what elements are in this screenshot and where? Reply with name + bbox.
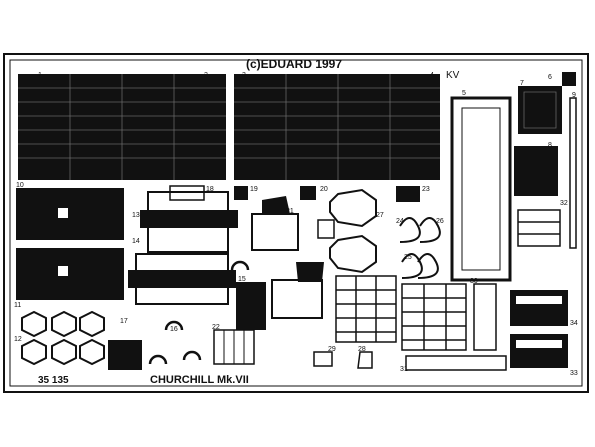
grille-part-2 [401, 283, 467, 351]
small-block-23 [396, 186, 420, 202]
clip-part-25b [417, 253, 439, 279]
part-number: 12 [14, 336, 22, 343]
part-number: 9 [572, 92, 576, 99]
part-number: 11 [14, 302, 22, 309]
part-number: 15 [238, 276, 246, 283]
bar-part-lower [128, 270, 236, 288]
grid-block-22 [108, 329, 255, 370]
clip-part-26 [419, 217, 441, 243]
part-number: 21 [286, 208, 294, 215]
bracket-part-21a [262, 196, 290, 214]
box-part-21a [251, 213, 299, 251]
part-number: 6 [548, 74, 552, 81]
plate-part-center [236, 282, 266, 330]
fret-border [3, 53, 589, 393]
box-part-21b [271, 279, 323, 319]
hatch-part-8 [514, 146, 558, 196]
small-part-28 [357, 351, 373, 369]
rack-part-32 [517, 209, 561, 247]
part-number: 24 [396, 218, 404, 225]
part-number: 17 [120, 318, 128, 325]
part-number: 26 [436, 218, 444, 225]
part-number: 3 [242, 72, 246, 79]
catalog-number-text: 35 135 [38, 375, 69, 386]
part-number: 25 [404, 254, 412, 261]
small-block-18 [169, 185, 205, 201]
part-number: 33 [570, 370, 578, 377]
rack-part-33 [510, 334, 568, 368]
panel-part-10 [16, 188, 124, 240]
part-number: 32 [560, 200, 568, 207]
small-block-20 [300, 186, 316, 200]
part-number: 4 [430, 72, 434, 79]
octagon-part-27b [329, 234, 377, 274]
small-block-13 [317, 219, 335, 239]
part-number: 8 [548, 142, 552, 149]
side-frame-inner [461, 107, 501, 271]
strip-part-31 [405, 355, 507, 371]
strip-part-9 [569, 97, 577, 249]
model-title-text: CHURCHILL Mk.VII [150, 374, 249, 386]
part-number: 34 [570, 320, 578, 327]
part-number: 19 [250, 186, 258, 193]
part-number: 10 [16, 182, 24, 189]
part-number: 7 [520, 80, 524, 87]
part-number: 18 [206, 186, 214, 193]
side-frame-part [450, 96, 512, 282]
part-number: 20 [320, 186, 328, 193]
hex-nut-parts [21, 310, 105, 366]
fender-panel-right [234, 74, 440, 180]
clip-part-24 [399, 217, 421, 243]
part-number: 30 [470, 278, 478, 285]
part-number: 1 [38, 72, 42, 79]
grille-part-1 [335, 275, 397, 343]
small-block-19 [234, 186, 248, 200]
fender-panel-left [18, 74, 226, 180]
frame-part-center-lower [135, 253, 229, 305]
part-number: 22 [212, 324, 220, 331]
part-number: 5 [462, 90, 466, 97]
clip-part-25a [401, 253, 423, 279]
part-number: 13 [132, 212, 140, 219]
part-number: 16 [170, 326, 178, 333]
corner-code-text: KV [446, 70, 460, 81]
copyright-text: (c)EDUARD 1997 [246, 57, 343, 71]
part-number: 28 [358, 346, 366, 353]
part-number: 14 [132, 238, 140, 245]
part-number: 31 [400, 366, 408, 373]
panel-part-10b [16, 248, 124, 300]
rack-part-34 [510, 290, 568, 326]
small-parts-6 [562, 72, 576, 86]
frame-part-center-upper [147, 191, 229, 253]
ring-parts [148, 260, 250, 365]
fret-inner-border [9, 59, 583, 387]
strip-part-30 [473, 283, 497, 351]
bar-part-upper [140, 210, 238, 228]
part-number: 29 [328, 346, 336, 353]
part-number: 2 [204, 72, 208, 79]
bracket-part-21b [296, 262, 324, 282]
hatch-part-7 [518, 86, 562, 134]
octagon-part-27a [329, 188, 377, 228]
part-number: 27 [376, 212, 384, 219]
small-part-29 [313, 351, 333, 367]
part-number: 23 [422, 186, 430, 193]
